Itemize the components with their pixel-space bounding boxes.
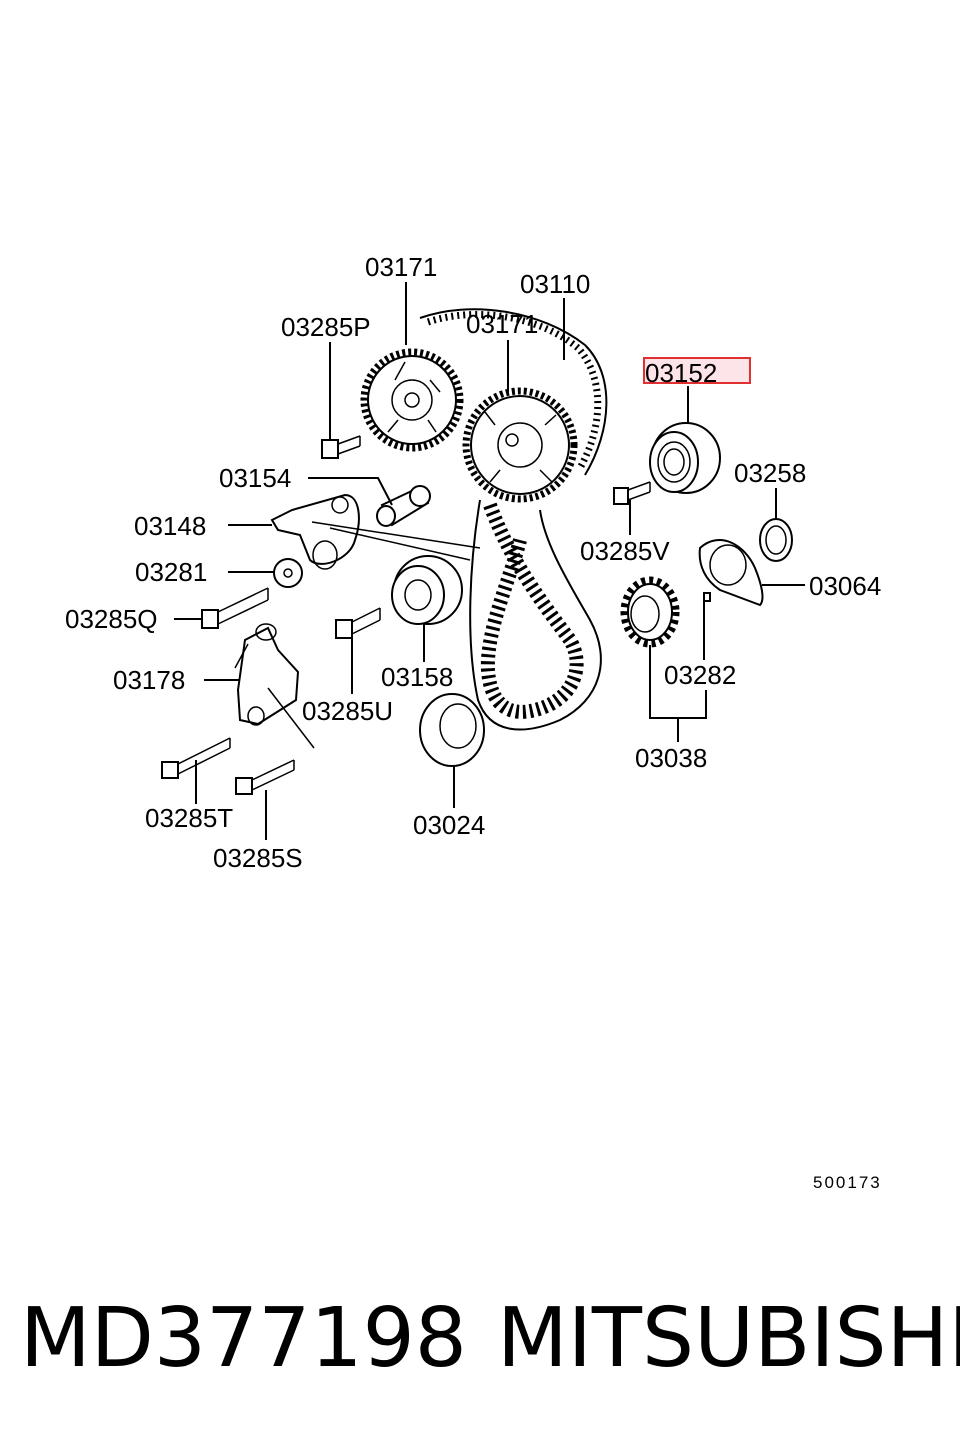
- tensioner-arm: [270, 493, 481, 570]
- callout-03064: 03064: [809, 571, 881, 601]
- bolt-03285S: [235, 759, 295, 795]
- bolt-03285V: [613, 481, 651, 505]
- highlight-box: [643, 357, 751, 384]
- callout-03285V: 03285V: [580, 536, 670, 566]
- camshaft-sprocket-lower: [462, 387, 578, 503]
- bolt-03285P: [321, 435, 361, 459]
- woodruff-key: [703, 592, 711, 602]
- bolt-03285U: [335, 607, 381, 639]
- callout-03282: 03282: [664, 660, 736, 690]
- callout-03285P: 03285P: [281, 312, 371, 342]
- leader-lines: [174, 282, 805, 840]
- callout-03171-upper: 03171: [365, 252, 437, 282]
- callout-03285U: 03285U: [302, 696, 393, 726]
- bolt-03285T: [161, 737, 231, 779]
- crank-cover-plate: [419, 693, 485, 767]
- washer-small: [273, 558, 303, 588]
- callout-03024: 03024: [413, 810, 485, 840]
- callout-03038: 03038: [635, 743, 707, 773]
- callout-03171-lower: 03171: [466, 309, 538, 339]
- callout-03158: 03158: [381, 662, 453, 692]
- washer: [759, 518, 793, 562]
- callout-03154: 03154: [219, 463, 291, 493]
- callout-03110: 03110: [520, 269, 590, 299]
- callout-03285T: 03285T: [145, 803, 233, 833]
- idler-pulley: [649, 422, 721, 494]
- callout-03258: 03258: [734, 458, 806, 488]
- diagram-code: 500173: [813, 1173, 882, 1192]
- callout-03152: 03152: [645, 358, 717, 388]
- camshaft-sprocket-upper: [360, 348, 464, 452]
- spacer: [376, 485, 431, 527]
- crank-flange: [698, 539, 764, 607]
- callout-03285Q: 03285Q: [65, 604, 158, 634]
- callout-03178: 03178: [113, 665, 185, 695]
- part-number: MD377198: [20, 1291, 467, 1386]
- callout-03281: 03281: [135, 557, 207, 587]
- tensioner-bracket: [234, 623, 315, 749]
- callout-03148: 03148: [134, 511, 206, 541]
- brand-name: MITSUBISHI: [497, 1291, 960, 1386]
- callout-03285S: 03285S: [213, 843, 303, 873]
- crankshaft-sprocket: [620, 576, 680, 648]
- tensioner-pulley: [391, 555, 463, 625]
- timing-belt: [419, 308, 608, 731]
- bolt-03285Q: [201, 587, 269, 629]
